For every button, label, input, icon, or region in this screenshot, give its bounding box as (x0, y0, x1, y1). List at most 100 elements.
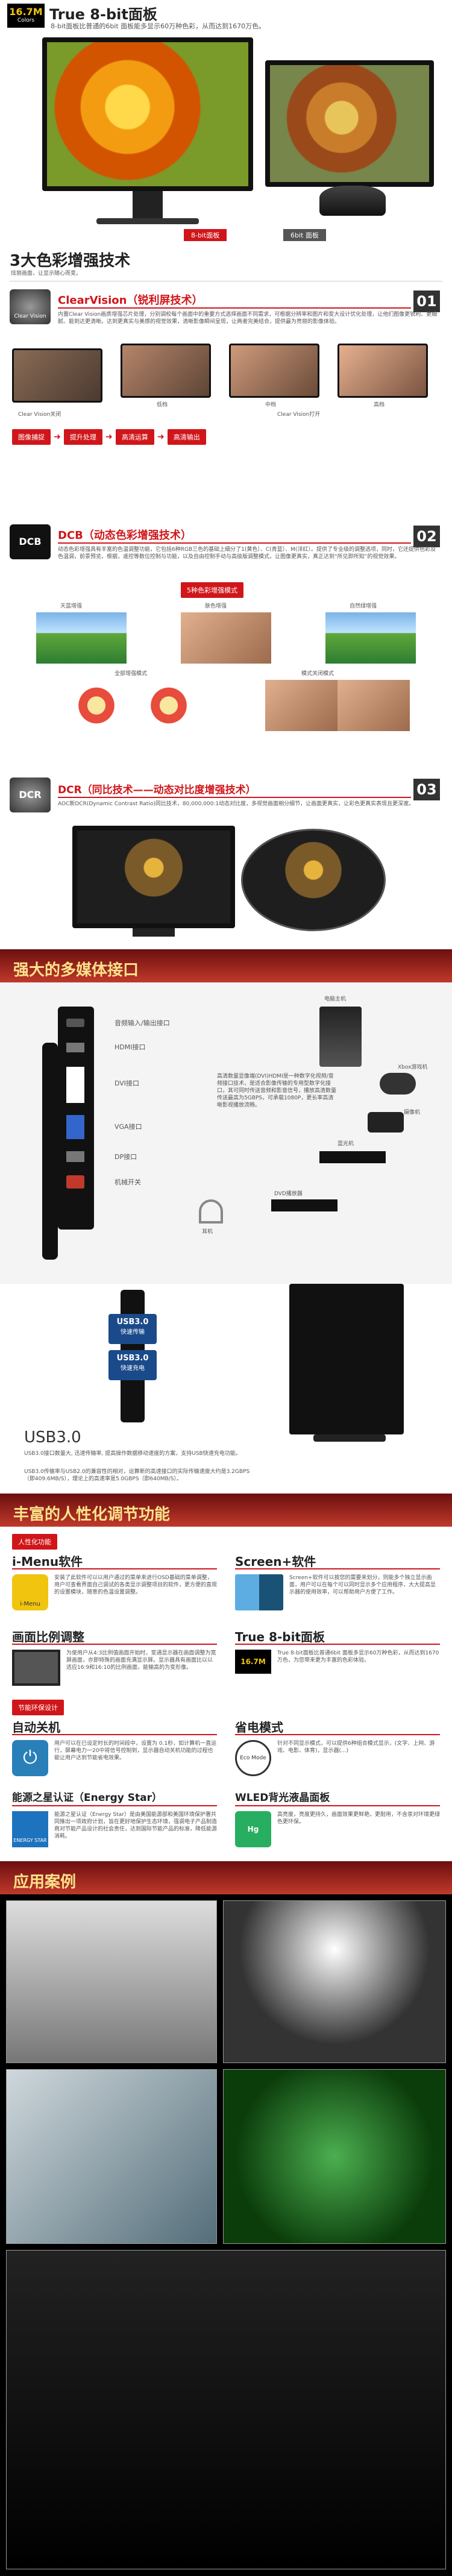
port-switch-icon (66, 1175, 84, 1189)
intro-text: 8-bit面板比普通的6bit 面板能多显示60万种色彩，从而达到1670万色。 (51, 22, 266, 30)
dcr-number: 03 (413, 779, 440, 800)
port-dp-icon (66, 1151, 84, 1162)
case-photo-office (6, 1900, 217, 2063)
dcb-samples: 天蓝增强 肤色增强 自然绿增强 全部增强模式 模式关闭模式 (24, 603, 434, 735)
multimedia-band: 强大的多媒体接口 (0, 949, 452, 982)
cases-area (0, 1894, 452, 2576)
eco-icon: Eco Mode (235, 1740, 271, 1776)
dcb-title: DCB（动态色彩增强技术） (58, 529, 192, 542)
imenu-icon: i-Menu (12, 1574, 48, 1610)
true8-desc: True 8-bit面板比普通6bit 面板多显示60万种色彩，从而达到1670… (277, 1650, 439, 1663)
device-label-headphones: 耳机 (202, 1229, 213, 1235)
badge-humanized: 人性化功能 (12, 1534, 57, 1550)
dcb-label-off: 模式关闭模式 (301, 671, 334, 677)
hdmi-desc: 高清数量显像端(DVI)HDMI是一种数字化视频/音频接口技术，是适合影像传输的… (217, 1073, 337, 1108)
multimedia-area: 音频输入/输出接口 HDMI接口 DVI接口 VGA接口 DP接口 机械开关 高… (0, 982, 452, 1284)
dcb-label-green: 自然绿增强 (350, 603, 377, 609)
case-photo-gaming (223, 2069, 446, 2244)
screenplus-desc: Screen+软件可以按您的需要来划分，则能多个独立显示画面，用户可以在每个可以… (289, 1575, 436, 1595)
dcb-label-all: 全部增强模式 (115, 671, 148, 677)
screenplus-title: Screen+软件 (235, 1554, 316, 1569)
cv-label-high: 高档 (374, 402, 385, 408)
clearvision-flow: 图像捕捉 ➜ 提升处理 ➜ 高清运算 ➜ 高清输出 (12, 429, 434, 446)
cv-sample-high (337, 344, 428, 398)
cv-sample-mid (229, 344, 319, 398)
dcb-sample-all-b (133, 680, 205, 731)
wled-line (235, 1805, 440, 1806)
true8bit-section: 16.7M Colors True 8-bit面板 8-bit面板比普通的6bi… (0, 0, 452, 241)
true8-icon: 16.7M (235, 1650, 271, 1674)
custom-band: 丰富的人性化调节功能 (0, 1494, 452, 1527)
ratio-line (12, 1644, 217, 1645)
usb-desc1: USB3.0接口数量大, 迅速传输率, 提高操作数据移动速度的方案，支持USB快… (24, 1451, 241, 1457)
dcb-line (58, 542, 411, 544)
wled-title: WLED背光液晶面板 (235, 1792, 330, 1804)
dcr-icon: DCR (10, 778, 51, 812)
device-label-camera: 摄像机 (404, 1110, 421, 1116)
wled-desc: 高亮度，亮度更持久，画面效果更鲜艳，更耐用，不含汞对环境更绿色更环保。 (277, 1812, 441, 1825)
clearvision-desc: 内置Clear Vision画质增强芯片处理，分别调校每个画面中的重要方式选择画… (58, 312, 438, 325)
autooff-title: 自动关机 (12, 1720, 60, 1735)
flow-step-capture: 图像捕捉 (12, 429, 51, 445)
ratio-desc: 为使用户从4:3比例值画面开始时，变通显示器在画面调整为宽屏画面，亦即特殊的画面… (66, 1650, 216, 1671)
energystar-line (12, 1805, 217, 1806)
port-hdmi-icon (66, 1043, 84, 1052)
monitor-6bit (265, 60, 434, 187)
tech3-subtitle: 炫丽画面，让显示随心而变。 (11, 271, 82, 277)
screenplus-line (235, 1568, 440, 1569)
dcb-desc: 动态色彩增强具有丰富的色温调整功能，它包括6种RGB三色的基础上细分了1(黄色）… (58, 547, 436, 560)
dcb-sample-skin (181, 612, 271, 664)
clearvision-samples: Clear Vision关闭 低档 中档 高档 Clear Vision打开 (12, 344, 440, 422)
headphones-icon (199, 1199, 223, 1224)
device-label-pc: 电脑主机 (324, 996, 347, 1002)
usb-title: USB3.0 (24, 1428, 81, 1447)
monitor-8bit (42, 37, 253, 191)
device-label-bluray: 蓝光机 (337, 1141, 354, 1147)
dcr-title: DCR（同比技术——动态对比度增强技术） (58, 784, 256, 796)
clearvision-icon: Clear Vision (10, 289, 51, 324)
bluray-icon (319, 1151, 386, 1163)
dcb-icon: DCB (10, 524, 51, 559)
case-photo-studio (223, 1900, 446, 2063)
wled-icon: Hg (235, 1811, 271, 1847)
flow-arrow-icon: ➜ (105, 432, 113, 442)
port-dvi-icon (66, 1067, 84, 1103)
autooff-desc: 用户可以在已设定时长的时间段中，设置为 0.1秒，如计算机一直运行，屏幕电力一2… (54, 1741, 217, 1761)
cv-label-low: 低档 (157, 402, 168, 408)
clearvision-title: ClearVision（锐利屏技术） (58, 294, 203, 307)
eco-title: 省电模式 (235, 1720, 283, 1735)
usb-section: USB3.0 快速传输 USB3.0 快速充电 USB3.0 USB3.0接口数… (0, 1284, 452, 1495)
label-6bit: 6bit 面板 (283, 229, 326, 241)
monitor-stand (133, 191, 163, 220)
dcr-zoom (241, 829, 386, 931)
badge-eco: 节能环保设计 (12, 1700, 64, 1715)
dcb-sample-all-a (60, 680, 133, 731)
dcb-sample-green (325, 612, 416, 664)
usb-monitor (289, 1284, 404, 1434)
dcr-monitor-base (133, 928, 175, 937)
true8-line (235, 1644, 440, 1645)
energystar-icon: ENERGY STAR (12, 1811, 48, 1847)
power-icon: ⏻ (12, 1740, 48, 1776)
imenu-line (12, 1568, 217, 1569)
dcr-desc: AOC新DCR(Dynamic Contrast Ratio)同比技术，80,0… (58, 801, 415, 807)
flow-step-output: 高清输出 (167, 429, 206, 445)
flow-step-compute: 高清运算 (115, 429, 154, 445)
true8-title: True 8-bit面板 (235, 1630, 325, 1644)
dcb-mode-title: 5种色彩增强模式 (181, 582, 243, 598)
port-vga-icon (66, 1115, 84, 1139)
imenu-desc: 安装了此软件可以以用户通过的菜单来进行OSD基础的菜单调整，用户可查看界面自己调… (54, 1575, 218, 1595)
clearvision-number: 01 (413, 291, 440, 312)
device-label-xbox: Xbox游戏机 (398, 1064, 428, 1070)
flow-step-enhance: 提升处理 (63, 429, 102, 445)
monitor-base (96, 218, 199, 224)
device-label-dvd: DVD播放器 (274, 1191, 303, 1197)
case-photo-medical (6, 2069, 217, 2244)
dcr-monitor (72, 826, 235, 928)
cv-label-on: Clear Vision打开 (277, 412, 321, 418)
dcb-sample-off-a (265, 680, 337, 731)
page-title: True 8-bit面板 (49, 6, 157, 23)
monitor-6bit-base (319, 186, 386, 216)
dvd-icon (271, 1199, 337, 1211)
cv-label-mid: 中档 (265, 402, 277, 408)
